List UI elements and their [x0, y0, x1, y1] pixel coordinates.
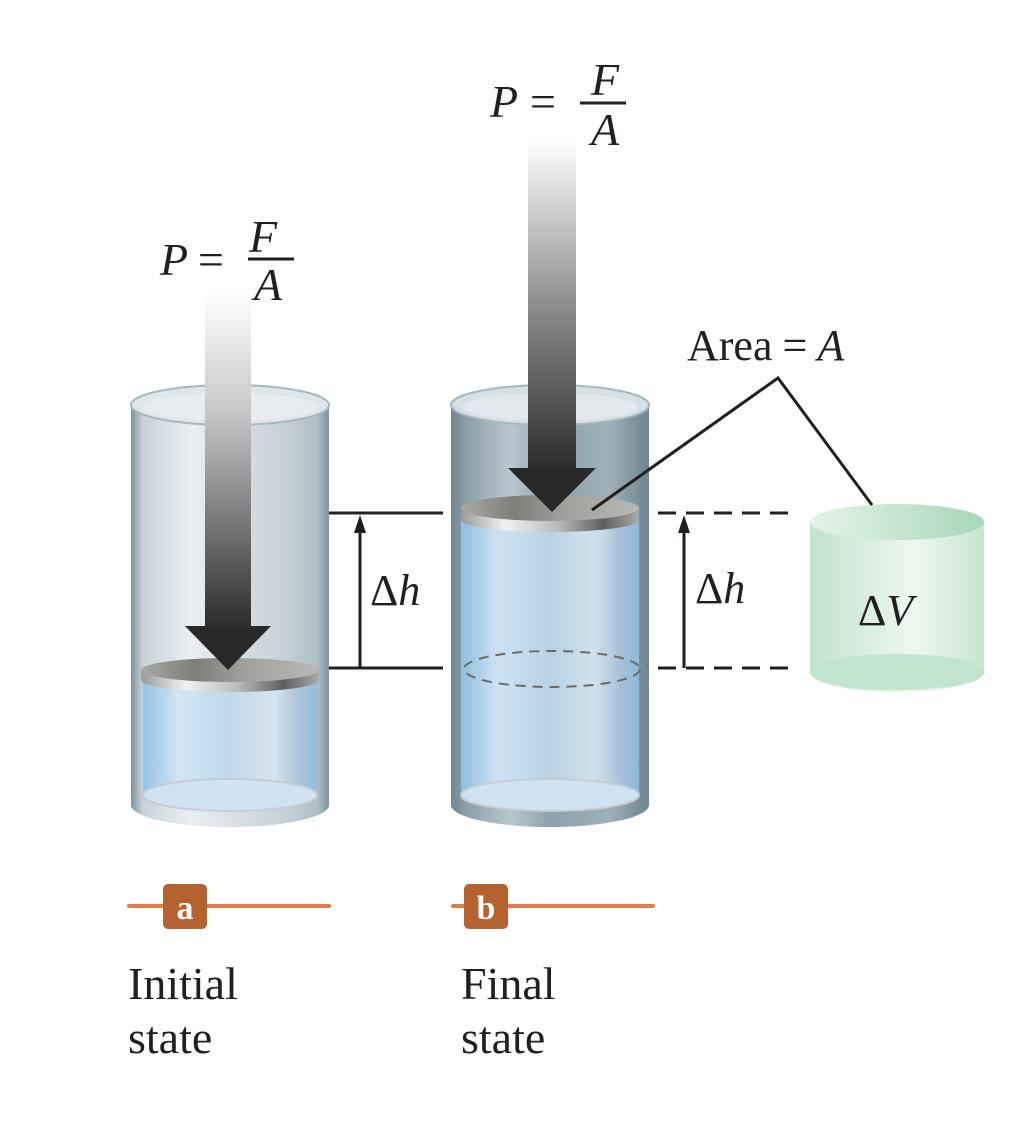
cylinder-initial — [130, 292, 330, 827]
delta-h-right-label: Δh — [695, 564, 745, 613]
force-arrow-b-head — [508, 468, 596, 512]
formula-left-p: P — [159, 234, 188, 285]
force-arrow-b-shaft — [528, 140, 576, 470]
cylinder-a-liquid — [143, 680, 317, 811]
cylinder-b-liquid — [461, 520, 639, 811]
delta-v-bottom — [810, 654, 984, 690]
delta-h-left-label: Δh — [370, 566, 420, 615]
formula-left-equals: = — [198, 234, 224, 285]
panel-b-caption-line1: Final — [461, 958, 556, 1009]
delta-h-right-dimension: Δh — [658, 511, 798, 670]
cylinder-final — [450, 140, 650, 827]
panel-a-badge-letter: a — [177, 890, 194, 927]
force-arrow-a-head — [185, 626, 271, 670]
panel-a-label: a Initial state — [127, 884, 331, 1063]
force-arrow-a-shaft — [205, 292, 251, 628]
panel-a-caption-line1: Initial — [128, 958, 238, 1009]
formula-left-numerator: F — [248, 211, 278, 262]
formula-right-p: P — [489, 76, 518, 127]
initial-level-dashed-ellipse — [463, 650, 641, 688]
panel-b-badge-letter: b — [477, 890, 496, 927]
cylinder-a-piston — [141, 658, 319, 682]
delta-v-cylinder: ΔV — [810, 504, 984, 692]
panel-b-label: b Final state — [451, 884, 655, 1063]
panel-a-caption-line2: state — [128, 1012, 212, 1063]
delta-h-right-arrowhead — [678, 515, 690, 533]
area-label: Area=A — [687, 321, 845, 370]
formula-right-numerator: F — [590, 54, 620, 105]
pressure-formula-left: P = F A — [159, 211, 294, 310]
cylinder-a-bottom — [142, 778, 318, 812]
delta-v-body — [810, 522, 984, 692]
formula-right-denominator: A — [588, 104, 620, 155]
delta-v-top — [810, 504, 984, 540]
area-leader-lines — [591, 375, 874, 512]
cylinder-b-bottom — [460, 778, 640, 812]
panel-b-badge — [464, 884, 508, 929]
panel-a-badge — [163, 884, 207, 929]
area-callout: Area=A — [591, 321, 874, 512]
delta-h-left-arrowhead — [354, 515, 366, 533]
formula-right-equals: = — [530, 76, 556, 127]
delta-v-label: ΔV — [858, 586, 918, 635]
pressure-formula-right: P = F A — [489, 54, 626, 155]
formula-left-denominator: A — [251, 259, 283, 310]
delta-h-left-dimension: Δh — [329, 511, 443, 670]
panel-b-caption-line2: state — [461, 1012, 545, 1063]
